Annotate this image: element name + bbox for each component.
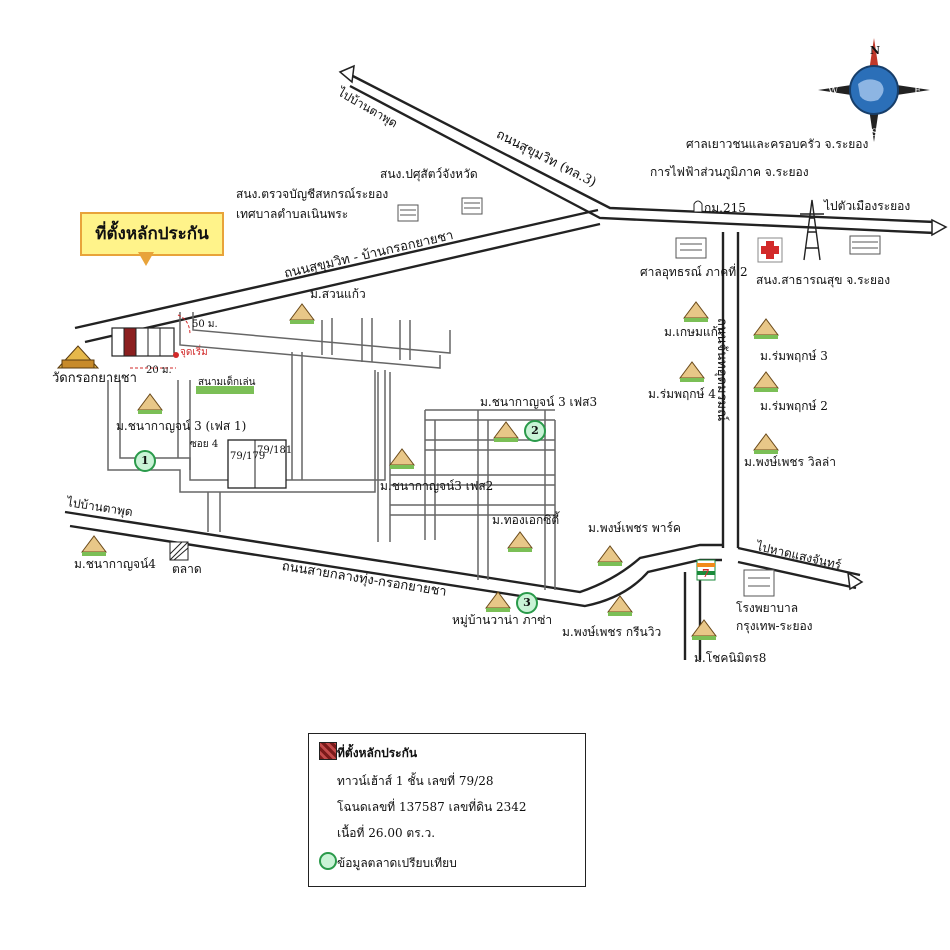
- sukhumvit-road: [338, 64, 948, 237]
- temple-icon: [56, 345, 100, 369]
- label-pea: การไฟฟ้าส่วนภูมิภาค จ.ระยอง: [650, 165, 809, 179]
- label-chot-nimit8: ม.โชคนิมิตร8: [694, 651, 767, 665]
- market-icon: [169, 541, 189, 561]
- label-audit-office: สนง.ตรวจบัญชีสหกรณ์ระยอง: [236, 187, 389, 201]
- label-health-office: สนง.สาธารณสุข จ.ระยอง: [756, 273, 891, 287]
- label-dist-50: 50 ม.: [192, 319, 218, 330]
- label-hospital-2: กรุงเทพ-ระยอง: [736, 619, 813, 633]
- label-youth-court: ศาลเยาวชนและครอบครัว จ.ระยอง: [686, 137, 869, 151]
- saikalang-road: [64, 510, 722, 660]
- km-post-icon: [693, 200, 703, 213]
- legend-line1: ทาวน์เฮ้าส์ 1 ชั้น เลขที่ 79/28: [337, 774, 494, 788]
- plot-block: [227, 439, 287, 489]
- label-mu-ban-wana: หมู่บ้านวาน่า ภาซ่า: [452, 613, 553, 627]
- label-thong-ek-city: ม.ทองเอกซิตี้: [492, 513, 560, 527]
- compass-n: N: [870, 44, 880, 57]
- comparable-marker-3: 3: [516, 592, 538, 614]
- seven-eleven-icon: 7: [696, 559, 716, 581]
- compass-icon: N S W E: [818, 38, 930, 142]
- label-chanakan3-p3: ม.ชนากาญจน์ 3 เฟส3: [480, 395, 598, 409]
- label-temple: วัดกรอกยายชา: [52, 371, 137, 386]
- collateral-swatch-icon: [319, 742, 337, 760]
- label-km-post: กม.215: [704, 201, 746, 215]
- label-rom-phruek2: ม.ร่มพฤกษ์ 2: [760, 399, 828, 413]
- label-phongphet-park: ม.พงษ์เพชร พาร์ค: [588, 521, 681, 535]
- label-soi4: ซอย 4: [190, 439, 219, 450]
- compass-e: E: [914, 86, 921, 97]
- label-municipality: เทศบาลตำบลเนินพระ: [236, 207, 349, 221]
- label-rom-phruek3: ม.ร่มพฤกษ์ 3: [760, 349, 828, 363]
- label-plot-b: 79/181: [257, 445, 293, 456]
- chanthuramet-road: [721, 232, 864, 591]
- label-chanakan3-p2: ม.ชนากาญจน์3 เฟส2: [380, 479, 494, 493]
- sukhumvit-branch-road: [74, 208, 601, 344]
- label-suan-kaew: ม.สวนแก้ว: [310, 287, 366, 301]
- red-cross-icon: [757, 237, 783, 263]
- label-plot-a: 79/179: [230, 451, 266, 462]
- label-kasem-kaew: ม.เกษมแก้ว: [664, 325, 725, 339]
- building-icons: [397, 197, 881, 597]
- svg-text:7: 7: [702, 567, 710, 580]
- dir-rayong-city: ไปตัวเมืองระยอง: [824, 199, 911, 213]
- collateral-callout: ที่ตั้งหลักประกัน: [80, 212, 224, 256]
- comparable-circle-icon: [319, 852, 337, 870]
- label-playground: สนามเด็กเล่น: [198, 377, 256, 388]
- power-tower-icon: [800, 199, 824, 261]
- label-appeal-court: ศาลอุทธรณ์ ภาคที่ 2: [640, 265, 748, 279]
- compass-s: S: [871, 128, 878, 139]
- property-lot: [111, 314, 191, 369]
- comparable-marker-1: 1: [134, 450, 156, 472]
- village-house-icons: [81, 301, 779, 640]
- label-livestock-office: สนง.ปศุสัตว์จังหวัด: [380, 167, 478, 181]
- legend-comparable: ข้อมูลตลาดเปรียบเทียบ: [337, 856, 457, 870]
- label-dist-20: 20 ม.: [146, 365, 172, 376]
- legend-title: ที่ตั้งหลักประกัน: [337, 746, 418, 760]
- label-phongphet-villa: ม.พงษ์เพชร วิลล่า: [744, 455, 837, 469]
- label-start-point: จุดเริ่ม: [180, 347, 208, 358]
- callout-tail: [138, 252, 154, 266]
- label-market: ตลาด: [172, 562, 202, 576]
- label-chanakan4: ม.ชนากาญจน์4: [74, 557, 156, 571]
- legend: ที่ตั้งหลักประกัน ทาวน์เฮ้าส์ 1 ชั้น เลข…: [308, 733, 586, 887]
- label-chanakan3-p1: ม.ชนากาญจน์ 3 (เฟส 1): [116, 419, 247, 433]
- compass-w: W: [828, 86, 839, 97]
- legend-line2: โฉนดเลขที่ 137587 เลขที่ดิน 2342: [337, 800, 527, 814]
- legend-line3: เนื้อที่ 26.00 ตร.ว.: [337, 826, 436, 840]
- label-phongphet-green: ม.พงษ์เพชร กรีนวิว: [562, 625, 662, 639]
- label-rom-phruek4: ม.ร่มพฤกษ์ 4: [648, 387, 716, 401]
- comparable-marker-2: 2: [524, 420, 546, 442]
- label-hospital-1: โรงพยาบาล: [736, 601, 799, 615]
